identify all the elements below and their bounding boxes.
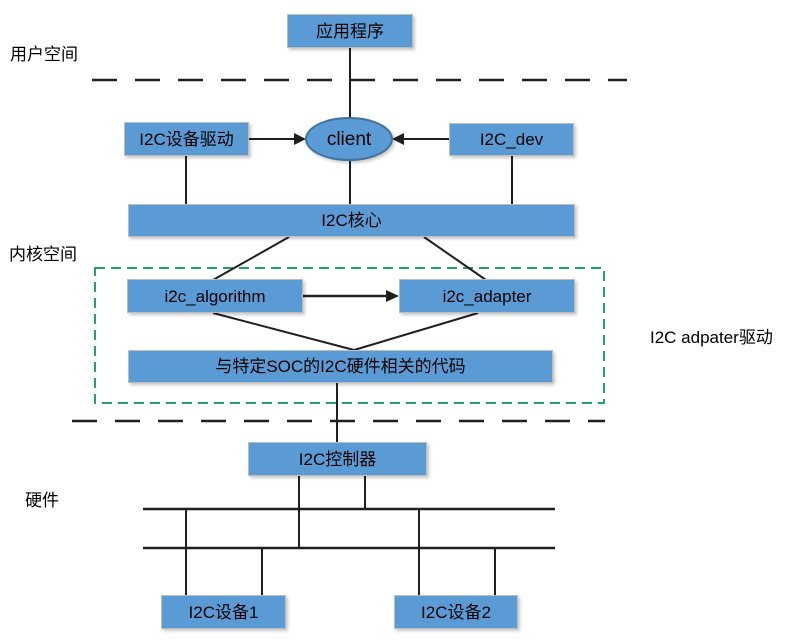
edge-core-adapter <box>423 236 487 281</box>
node-soc-specific-code: 与特定SOC的I2C硬件相关的代码 <box>128 350 553 383</box>
node-i2c-core: I2C核心 <box>128 204 575 237</box>
kernel-space-label: 内核空间 <box>9 245 77 264</box>
node-i2c-algorithm: i2c_algorithm <box>127 279 303 313</box>
node-i2c-dev: I2C_dev <box>449 123 574 156</box>
node-i2c-adapter: i2c_adapter <box>399 279 575 313</box>
hardware-label: 硬件 <box>25 491 59 510</box>
node-i2c-device-driver: I2C设备驱动 <box>124 122 249 156</box>
arrowhead-devdriver-client <box>294 133 306 145</box>
arrowhead-i2cdev-client <box>392 133 404 145</box>
adapter-driver-group-outline <box>94 267 605 404</box>
edge-adapter-soc <box>353 312 479 351</box>
arrowhead-algorithm-adapter <box>386 290 399 302</box>
node-i2c-controller: I2C控制器 <box>248 442 427 476</box>
node-i2c-device-1: I2C设备1 <box>161 595 286 629</box>
edge-core-algorithm <box>212 236 290 281</box>
node-application: 应用程序 <box>287 14 413 48</box>
node-client: client <box>305 117 393 161</box>
user-space-label: 用户空间 <box>10 45 78 64</box>
node-i2c-device-2: I2C设备2 <box>394 595 518 629</box>
edge-algorithm-soc <box>212 312 355 351</box>
adapter-driver-group-label: I2C adpater驱动 <box>650 328 773 347</box>
